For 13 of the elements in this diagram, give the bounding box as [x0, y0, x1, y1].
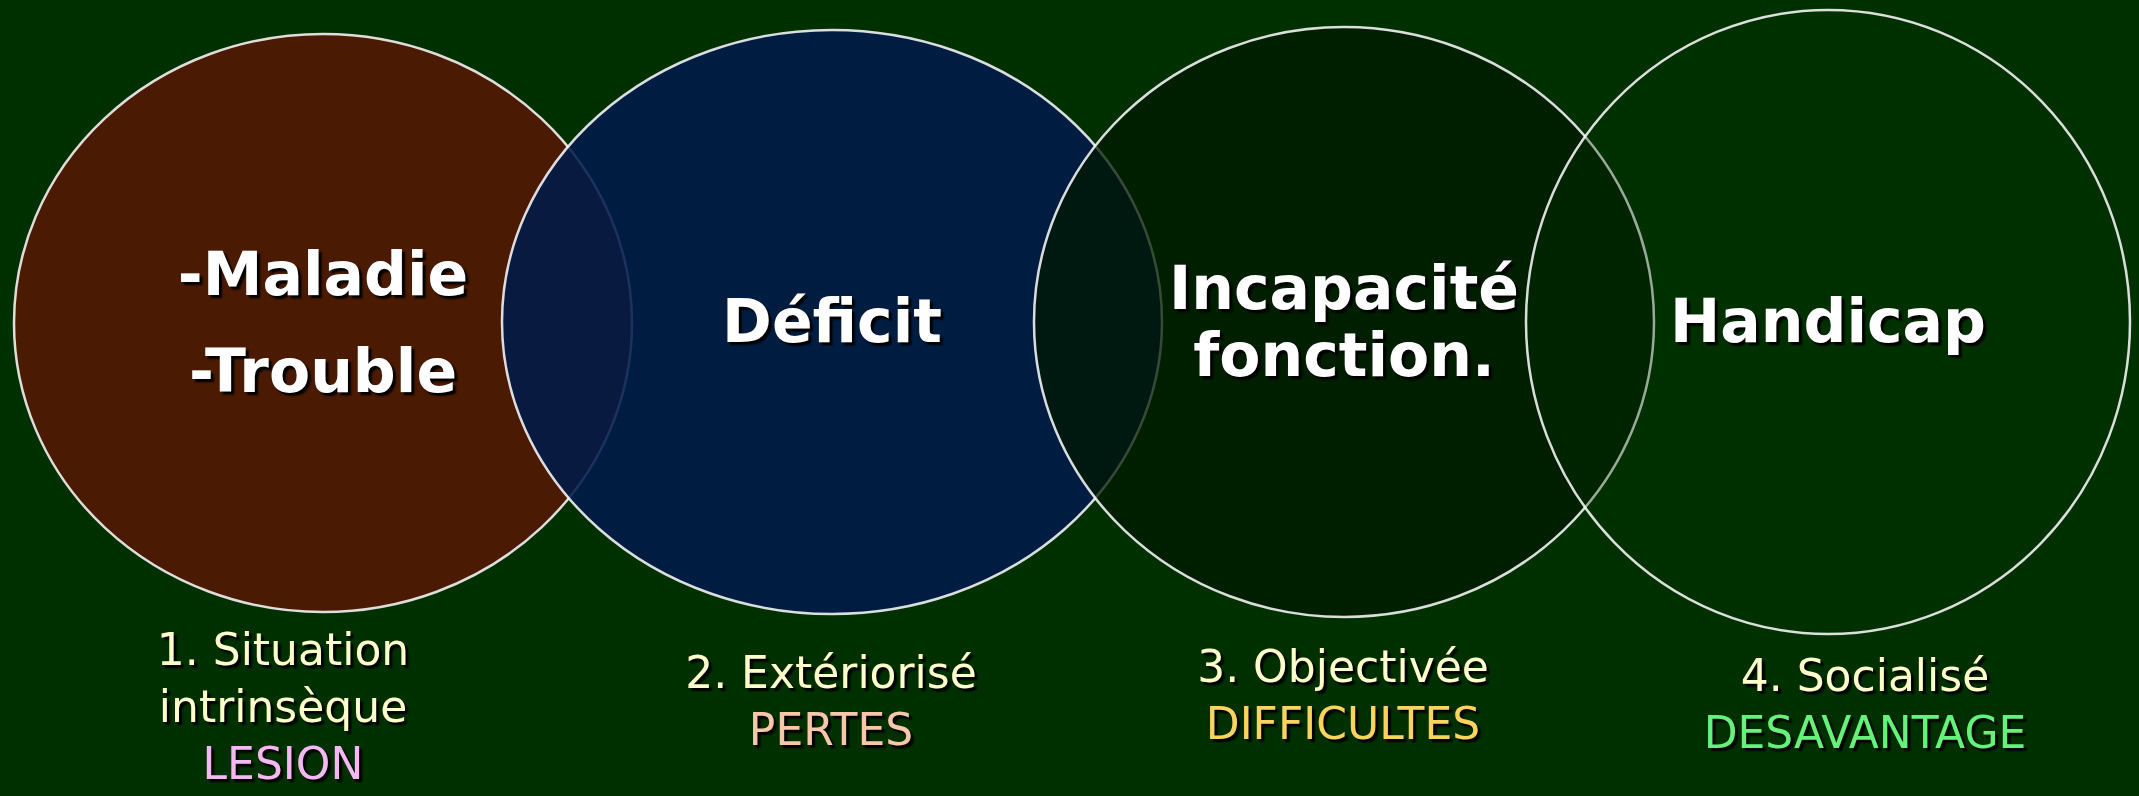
- caption-text: 4. Socialisé: [1740, 649, 1990, 703]
- caption-text: DESAVANTAGE: [1703, 706, 2027, 761]
- caption-text: PERTES: [748, 703, 914, 758]
- caption-text: 1. Situation intrinsèque: [155, 623, 411, 735]
- circle-label: Déficit: [722, 288, 942, 356]
- circle-label: -Trouble: [188, 338, 458, 406]
- caption-text: LESION: [202, 737, 364, 792]
- circle-label: -Maladie: [177, 240, 469, 308]
- circle-label: Handicap: [1670, 288, 1986, 356]
- caption-text: DIFFICULTES: [1205, 697, 1481, 752]
- circle-label: Incapacité fonction.: [1167, 254, 1520, 390]
- caption-text: 2. Extériorisé: [685, 646, 977, 700]
- caption-text: 3. Objectivée: [1197, 640, 1489, 694]
